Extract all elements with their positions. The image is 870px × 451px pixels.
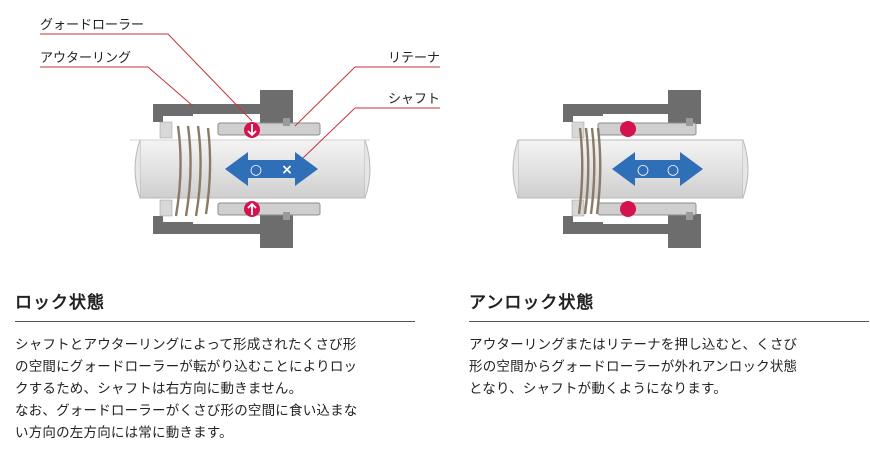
- label-outer-ring: アウターリング: [40, 51, 131, 66]
- roller-left-top: [244, 122, 260, 138]
- lock-line: シャフトとアウターリングによって形成されたくさび形: [15, 337, 357, 353]
- housing-right-top: [563, 90, 701, 139]
- roller-right-bottom: [620, 201, 636, 217]
- lock-title: ロック状態: [15, 288, 415, 322]
- lock-description: シャフトとアウターリングによって形成されたくさび形 の空間にグォードローラーが転…: [15, 334, 415, 444]
- direction-arrow-right: ○ ○: [612, 152, 703, 186]
- housing-left-top: [153, 90, 293, 139]
- unlock-description: アウターリングまたはリテーナを押し込むと、くさび 形の空間からグォードローラーが…: [469, 334, 869, 400]
- label-retainer: リテーナ: [388, 51, 440, 66]
- unlock-line: 形の空間からグォードローラーが外れアンロック状態: [469, 359, 798, 375]
- unlock-line: となり、シャフトが動くようになります。: [469, 381, 728, 397]
- unlock-line: アウターリングまたはリテーナを押し込むと、くさび: [469, 337, 798, 353]
- spring-left: [174, 125, 212, 217]
- lock-section: ロック状態 シャフトとアウターリングによって形成されたくさび形 の空間にグォード…: [15, 288, 415, 444]
- lock-line: クするため、シャフトは右方向に動きません。: [15, 381, 303, 397]
- arrow-mark-right-b: ○: [667, 162, 679, 178]
- lock-line: い方向の左方向には常に動きます。: [15, 425, 233, 441]
- shaft-left: [130, 139, 371, 199]
- lock-line: の空間にグォードローラーが転がり込むことによりロッ: [15, 359, 358, 375]
- lock-line: なお、グォードローラーがくさび形の空間に食い込まな: [15, 403, 358, 419]
- label-shaft: シャフト: [388, 92, 440, 107]
- direction-arrow-left: ○ ×: [225, 152, 318, 186]
- retainer-left: [217, 118, 321, 220]
- unlock-diagram: ○ ○: [512, 90, 749, 248]
- callout-leaders: [40, 33, 440, 159]
- unlock-section: アンロック状態 アウターリングまたはリテーナを押し込むと、くさび 形の空間からグ…: [469, 288, 869, 400]
- housing-right-bottom: [563, 199, 701, 248]
- lock-diagram: ○ ×: [130, 90, 371, 248]
- roller-left-bottom: [244, 201, 260, 217]
- roller-right-top: [620, 121, 636, 137]
- unlock-title: アンロック状態: [469, 288, 869, 322]
- label-guard-roller: グォードローラー: [40, 18, 144, 33]
- arrow-mark-left-b: ×: [281, 162, 293, 178]
- spring-right: [577, 127, 602, 215]
- arrow-mark-right-a: ○: [637, 162, 649, 178]
- arrow-mark-left-a: ○: [250, 162, 262, 178]
